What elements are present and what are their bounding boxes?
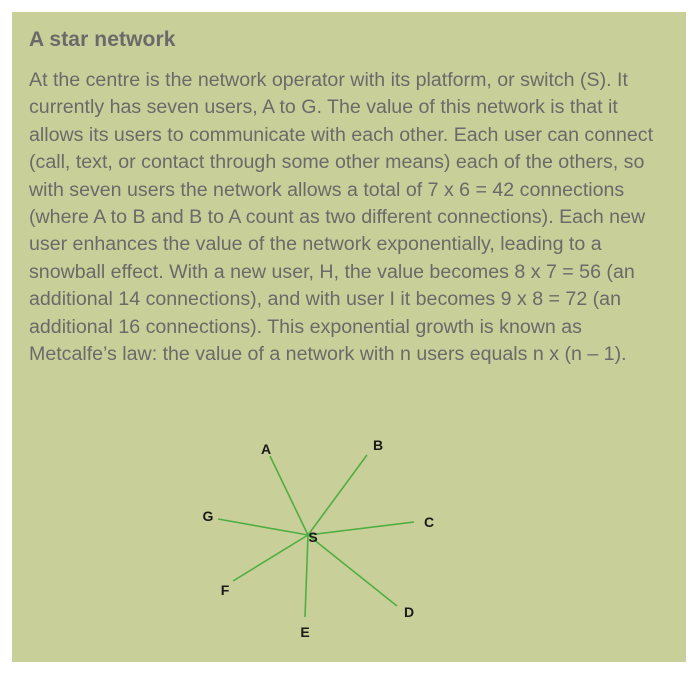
edge-s-a bbox=[269, 455, 309, 536]
edge-s-d bbox=[307, 534, 398, 607]
edge-s-e bbox=[304, 534, 309, 618]
node-label-e: E bbox=[300, 624, 309, 640]
edge-s-b bbox=[307, 454, 368, 536]
node-label-g: G bbox=[203, 508, 214, 524]
panel-paragraph: At the centre is the network operator wi… bbox=[29, 69, 654, 366]
star-network-diagram: S A B C D E F G bbox=[203, 437, 435, 640]
node-label-s: S bbox=[308, 529, 317, 545]
edge-s-c bbox=[307, 521, 415, 536]
node-label-c: C bbox=[424, 514, 434, 530]
node-label-f: F bbox=[221, 582, 230, 598]
node-label-a: A bbox=[261, 441, 271, 457]
edge-s-g bbox=[217, 518, 309, 536]
star-network-panel: A star network At the centre is the netw… bbox=[12, 12, 686, 662]
edge-s-f bbox=[232, 534, 309, 582]
node-label-d: D bbox=[404, 604, 414, 620]
panel-title: A star network bbox=[29, 28, 176, 51]
node-label-b: B bbox=[373, 437, 383, 453]
